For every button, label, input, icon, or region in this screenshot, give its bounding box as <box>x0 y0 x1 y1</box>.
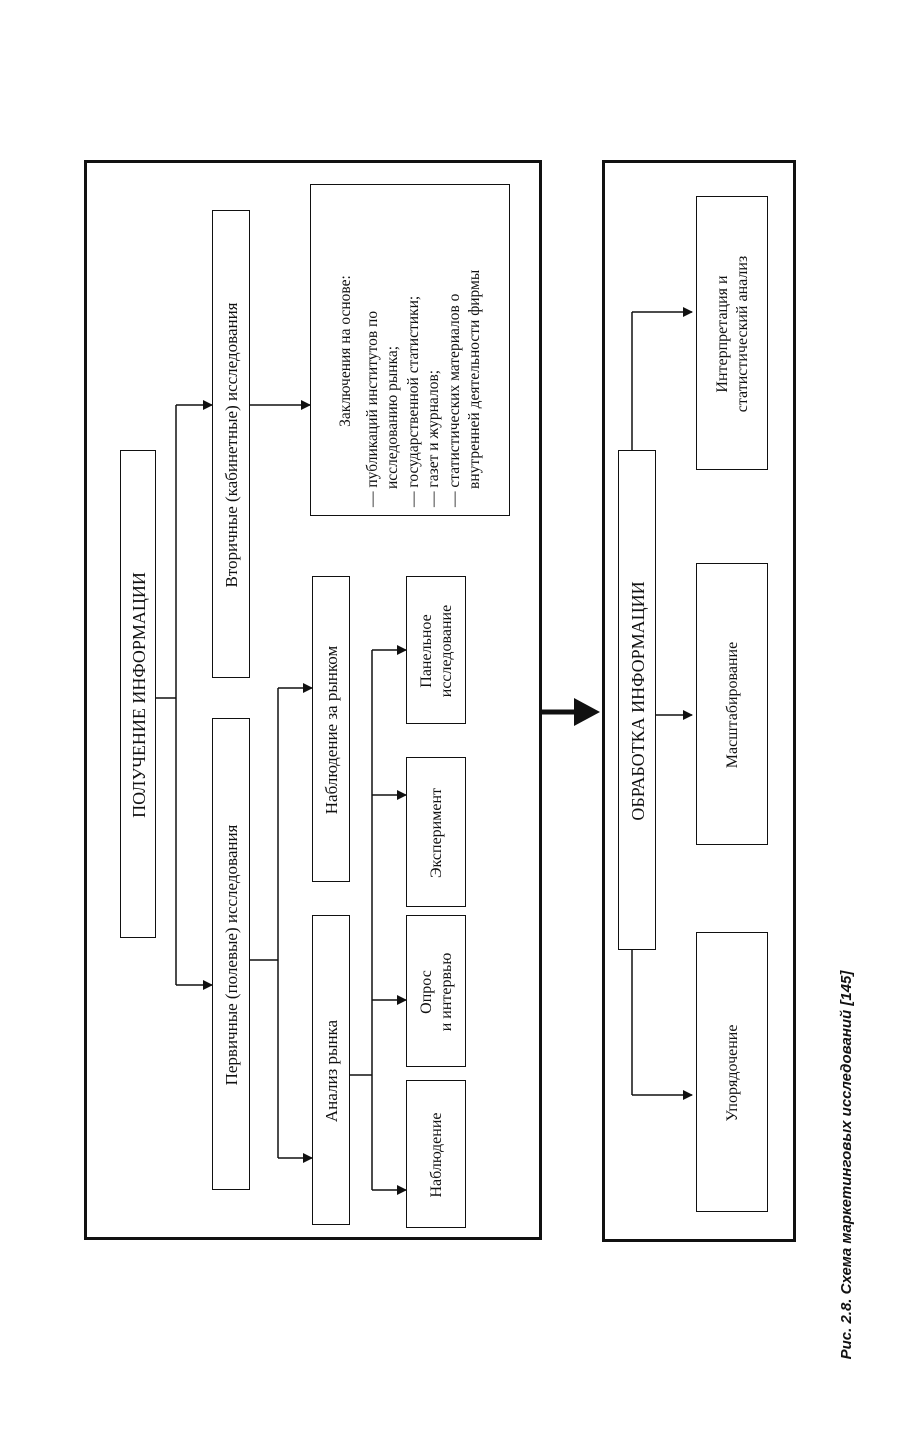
scaling-label: Масштабирование <box>724 641 741 769</box>
primary-research-label: Первичные (полевые) исследования <box>222 824 242 1086</box>
survey-label-line1: Опрос <box>418 970 435 1014</box>
conclusions-item: внутренней деятельности фирмы <box>466 269 484 489</box>
conclusions-item: — статистических материалов о <box>445 293 463 507</box>
secondary-research-box: Вторичные (кабинетные) исследования <box>212 210 250 678</box>
conclusions-item: исследованию рынка; <box>384 345 402 489</box>
observation-label: Наблюдение <box>428 1112 445 1198</box>
interpretation-label-line2: статистический анализ <box>734 255 751 413</box>
panel-research-box: Панельное исследование <box>406 576 466 724</box>
conclusions-heading: Заключения на основе: <box>337 275 355 427</box>
scaling-box: Масштабирование <box>696 563 768 845</box>
information-processing-title-box: ОБРАБОТКА ИНФОРМАЦИИ <box>618 450 656 950</box>
panel-research-label-line2: исследование <box>438 604 455 698</box>
figure-caption: Рис. 2.8. Схема маркетинговых исследован… <box>837 970 855 1360</box>
figure-caption-wrapper: Рис. 2.8. Схема маркетинговых исследован… <box>827 935 867 1395</box>
information-processing-panel <box>602 160 796 1242</box>
survey-box: Опрос и интервью <box>406 915 466 1067</box>
ordering-box: Упорядочение <box>696 932 768 1212</box>
conclusions-item: — публикаций институтов по <box>363 310 381 507</box>
secondary-research-label: Вторичные (кабинетные) исследования <box>222 302 242 588</box>
market-observation-label: Наблюдение за рынком <box>322 645 342 815</box>
market-observation-box: Наблюдение за рынком <box>312 576 350 882</box>
market-analysis-box: Анализ рынка <box>312 915 350 1225</box>
experiment-label: Эксперимент <box>428 787 445 879</box>
experiment-box: Эксперимент <box>406 757 466 907</box>
survey-label-line2: и интервью <box>438 952 455 1032</box>
conclusions-box: Заключения на основе: — публикаций инсти… <box>310 184 510 516</box>
interpretation-label-line1: Интерпретация и <box>714 275 731 393</box>
information-gathering-title: ПОЛУЧЕНИЕ ИНФОРМАЦИИ <box>128 572 149 818</box>
observation-box: Наблюдение <box>406 1080 466 1228</box>
ordering-label: Упорядочение <box>724 1024 741 1122</box>
conclusions-item: — государственной статистики; <box>404 295 422 507</box>
transfer-arrow-head <box>574 698 600 726</box>
conclusions-item: — газет и журналов; <box>425 369 443 507</box>
information-gathering-panel <box>84 160 542 1240</box>
market-analysis-label: Анализ рынка <box>322 1019 342 1123</box>
information-processing-title: ОБРАБОТКА ИНФОРМАЦИИ <box>627 581 648 821</box>
panel-research-label-line1: Панельное <box>418 614 435 688</box>
information-gathering-title-box: ПОЛУЧЕНИЕ ИНФОРМАЦИИ <box>120 450 156 938</box>
primary-research-box: Первичные (полевые) исследования <box>212 718 250 1190</box>
interpretation-box: Интерпретация и статистический анализ <box>696 196 768 470</box>
